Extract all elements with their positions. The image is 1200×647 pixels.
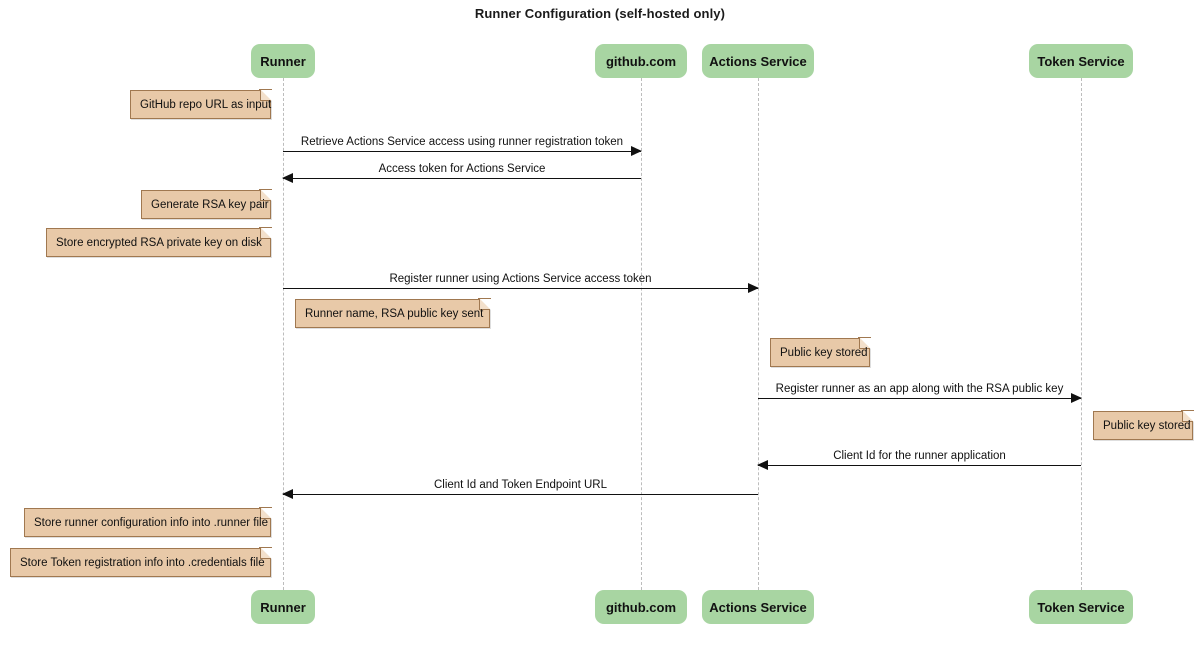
note-text: Generate RSA key pair [151,198,269,211]
note-text: Public key stored [780,346,868,359]
message-line [283,178,641,179]
note-n8[interactable]: Store Token registration info into .cred… [10,547,272,577]
participant-token-bottom[interactable]: Token Service [1029,590,1133,624]
message-line [283,494,758,495]
participant-label: Token Service [1037,599,1125,615]
participant-runner-bottom[interactable]: Runner [251,590,315,624]
arrowhead-icon [631,146,642,156]
participant-label: Actions Service [709,599,807,615]
message-label: Client Id and Token Endpoint URL [433,479,608,491]
message-label: Access token for Actions Service [378,163,546,175]
message-label: Register runner using Actions Service ac… [389,273,652,285]
arrowhead-icon [1071,393,1082,403]
note-text: Store encrypted RSA private key on disk [56,236,262,249]
lifeline-github [641,78,642,590]
arrowhead-icon [757,460,768,470]
arrowhead-icon [282,173,293,183]
note-n2[interactable]: Generate RSA key pair [141,189,272,219]
message-line [758,398,1081,399]
message-label: Client Id for the runner application [833,450,1006,462]
note-fold-corner-icon [259,89,272,101]
participant-label: Actions Service [709,53,807,69]
message-label: Retrieve Actions Service access using ru… [300,136,624,148]
participant-actions-bottom[interactable]: Actions Service [702,590,814,624]
participant-actions-top[interactable]: Actions Service [702,44,814,78]
note-text: Public key stored [1103,419,1191,432]
note-n3[interactable]: Store encrypted RSA private key on disk [46,227,272,257]
note-text: Store runner configuration info into .ru… [34,516,268,529]
note-n5[interactable]: Public key stored [770,337,871,367]
participant-label: github.com [605,53,677,69]
message-line [283,151,641,152]
message-line [758,465,1081,466]
lifeline-token [1081,78,1082,590]
note-fold-corner-icon [259,507,272,519]
participant-label: Runner [260,53,306,69]
message-label: Register runner as an app along with the… [775,383,1064,395]
note-fold-corner-icon [478,298,491,310]
lifeline-actions [758,78,759,590]
note-fold-corner-icon [259,189,272,201]
note-n4[interactable]: Runner name, RSA public key sent [295,298,491,328]
participant-label: Runner [260,599,306,615]
note-n7[interactable]: Store runner configuration info into .ru… [24,507,272,537]
participant-runner-top[interactable]: Runner [251,44,315,78]
participant-github-bottom[interactable]: github.com [595,590,687,624]
note-text: Store Token registration info into .cred… [20,556,265,569]
note-fold-corner-icon [1181,410,1194,422]
participant-token-top[interactable]: Token Service [1029,44,1133,78]
participant-label: Token Service [1037,53,1125,69]
note-fold-corner-icon [259,227,272,239]
arrowhead-icon [748,283,759,293]
diagram-title: Runner Configuration (self-hosted only) [474,6,726,21]
arrowhead-icon [282,489,293,499]
note-text: GitHub repo URL as input [140,98,272,111]
note-text: Runner name, RSA public key sent [305,307,484,320]
note-n1[interactable]: GitHub repo URL as input [130,89,272,119]
note-fold-corner-icon [259,547,272,559]
participant-github-top[interactable]: github.com [595,44,687,78]
participant-label: github.com [605,599,677,615]
note-n6[interactable]: Public key stored [1093,410,1194,440]
note-fold-corner-icon [858,337,871,349]
lifeline-runner [283,78,284,590]
message-line [283,288,758,289]
